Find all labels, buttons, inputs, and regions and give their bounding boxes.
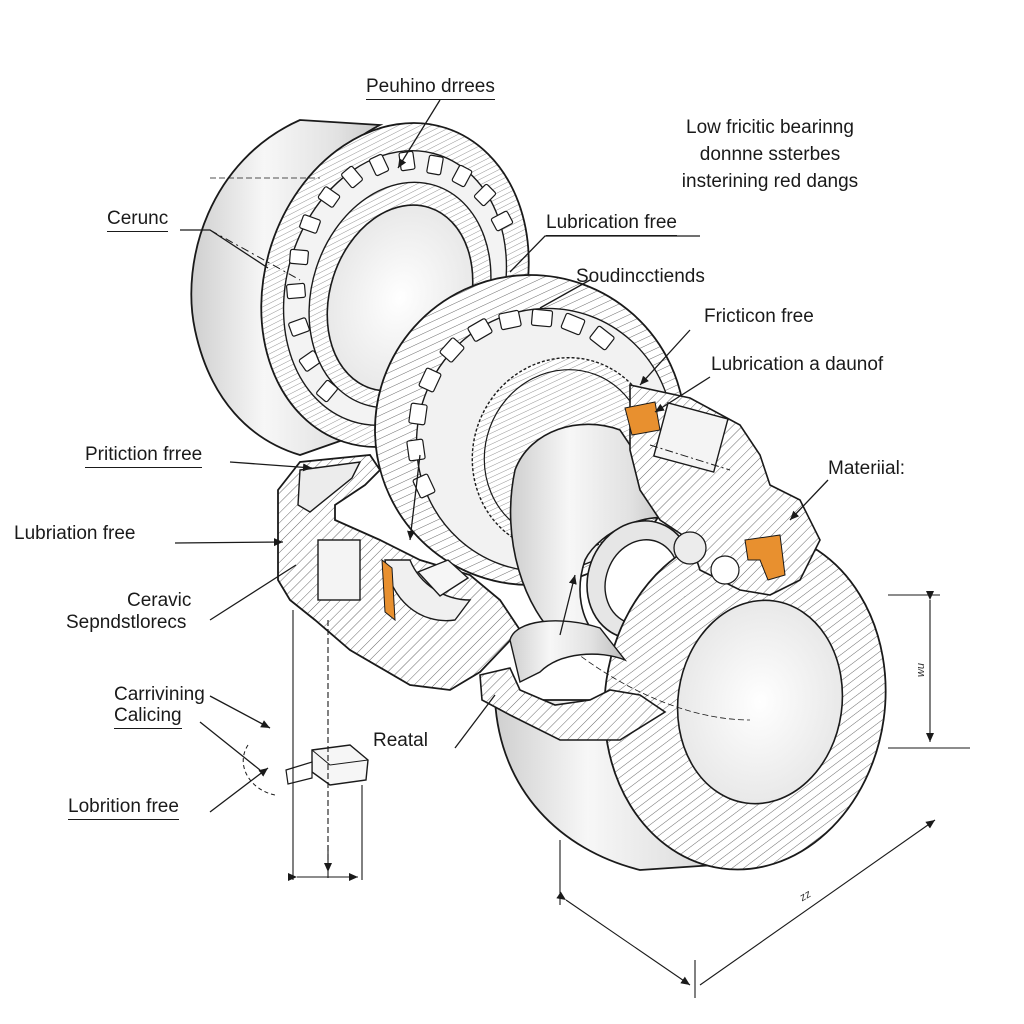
leader-ceravic — [209, 564, 297, 621]
leader-calicing — [199, 721, 261, 771]
rear-bearing-rollers — [285, 150, 514, 403]
leader-material — [789, 479, 829, 521]
section-pin — [509, 620, 628, 684]
rear-bearing-centerline — [209, 229, 301, 281]
front-housing — [494, 529, 887, 871]
section-clip-bottom — [479, 667, 667, 741]
label-lobrition-free: Lobrition free — [68, 796, 179, 820]
label-calicing: Calicing — [114, 705, 182, 729]
label-lubrication-daunof: Lubrication a daunof — [711, 354, 884, 375]
leader-friction-free — [639, 329, 691, 386]
small-key-part — [242, 744, 369, 796]
right-bracket — [624, 384, 821, 596]
label-carrivining: Carrivining — [114, 684, 205, 705]
section-housing — [277, 454, 667, 741]
dim-label-right: wu — [915, 662, 928, 678]
label-soudinc: Soudincctiends — [576, 266, 705, 287]
label-prition-free: Pritiction frree — [85, 444, 203, 468]
label-material: Materiial: — [828, 458, 906, 479]
section-accent-left — [381, 558, 396, 622]
leader-carrivining — [209, 695, 271, 729]
note-block: Low fricitic bearinng donnne ssterbes in… — [640, 114, 900, 195]
leader-soudinc — [539, 279, 591, 309]
right-bracket-block — [652, 402, 729, 473]
leader-lubriation-free — [174, 538, 284, 547]
dim-bottom-diagonal — [556, 891, 691, 986]
label-lubriation-free: Lubriation free — [14, 523, 136, 544]
section-insert — [317, 539, 361, 601]
leader-reatal — [454, 694, 496, 749]
leader-lobrition-free — [209, 767, 269, 813]
label-sepndstlores: Sepndstlorecs — [66, 612, 187, 633]
front-housing-bore — [676, 599, 844, 805]
leader-ceruno — [180, 229, 269, 269]
note-line-1: Low fricitic bearinng — [686, 117, 854, 138]
section-housing-groove — [384, 559, 472, 622]
note-line-3: insterining red dangs — [681, 171, 859, 192]
dimension-lines — [288, 591, 970, 998]
rear-bearing — [190, 119, 530, 456]
leader-lubrication-free-1 — [509, 235, 700, 273]
note-line-2: donnne ssterbes — [699, 144, 841, 165]
leader-top-label — [397, 99, 441, 169]
accent-upper-right — [624, 401, 661, 436]
label-lubrication-free-1: Lubrication free — [546, 212, 677, 236]
label-reatal: Reatal — [373, 730, 428, 751]
label-ceravic: Ceravic — [127, 590, 192, 611]
label-friction-free: Fricticon free — [704, 306, 814, 327]
label-top: Peuhino drrees — [366, 76, 495, 100]
label-ceruno: Cerunc — [107, 208, 169, 232]
leader-prition-free — [229, 461, 313, 472]
accent-lower-right — [744, 534, 786, 581]
leader-lines — [174, 99, 829, 813]
leader-lubrication-daunof — [654, 376, 711, 413]
